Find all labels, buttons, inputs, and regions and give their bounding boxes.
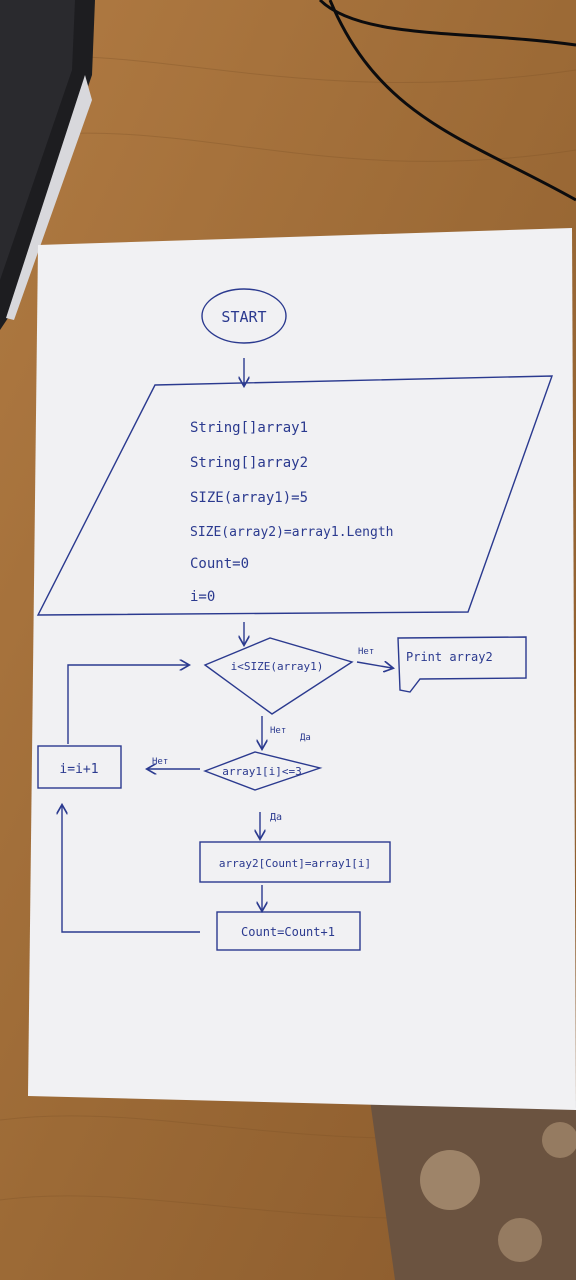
branch-no-value-label: Нет <box>152 757 168 767</box>
output-print-shape <box>397 636 527 693</box>
count-increment-label: Count=Count+1 <box>241 925 335 939</box>
start-label: START <box>221 308 266 326</box>
branch-yes-value-label: Да <box>270 812 282 823</box>
input-line-1: String[]array1 <box>190 420 308 436</box>
output-label: Print array2 <box>406 650 493 664</box>
increment-i-box <box>37 745 122 789</box>
input-line-3: SIZE(array1)=5 <box>190 490 308 506</box>
condition-value-diamond <box>203 751 323 791</box>
laptop-corner <box>0 0 95 330</box>
start-terminal <box>201 288 287 344</box>
cable <box>318 0 576 202</box>
condition-value-label: array1[i]<=3 <box>222 765 301 778</box>
input-line-6: i=0 <box>190 589 215 605</box>
branch-no-loop-label-2: Да <box>300 733 311 743</box>
branch-yes-loop-label: Нет <box>358 647 374 657</box>
paper-sheet <box>28 228 576 1110</box>
branch-no-loop-label-1: Нет <box>270 726 286 736</box>
assign-label: array2[Count]=array1[i] <box>219 857 371 870</box>
arrow-loop-back <box>67 665 188 744</box>
carpet <box>370 1100 576 1280</box>
assign-box <box>199 841 391 883</box>
condition-loop-label: i<SIZE(array1) <box>231 660 324 673</box>
input-line-2: String[]array2 <box>190 455 308 471</box>
input-line-5: Count=0 <box>190 556 249 572</box>
count-box <box>216 911 361 951</box>
increment-i-label: i=i+1 <box>59 762 98 777</box>
condition-loop-diamond <box>203 637 354 715</box>
input-parallelogram <box>36 375 554 616</box>
arrow-to-output <box>356 662 392 668</box>
input-line-4: SIZE(array2)=array1.Length <box>190 525 394 540</box>
arrow-count-to-increment <box>62 806 200 933</box>
